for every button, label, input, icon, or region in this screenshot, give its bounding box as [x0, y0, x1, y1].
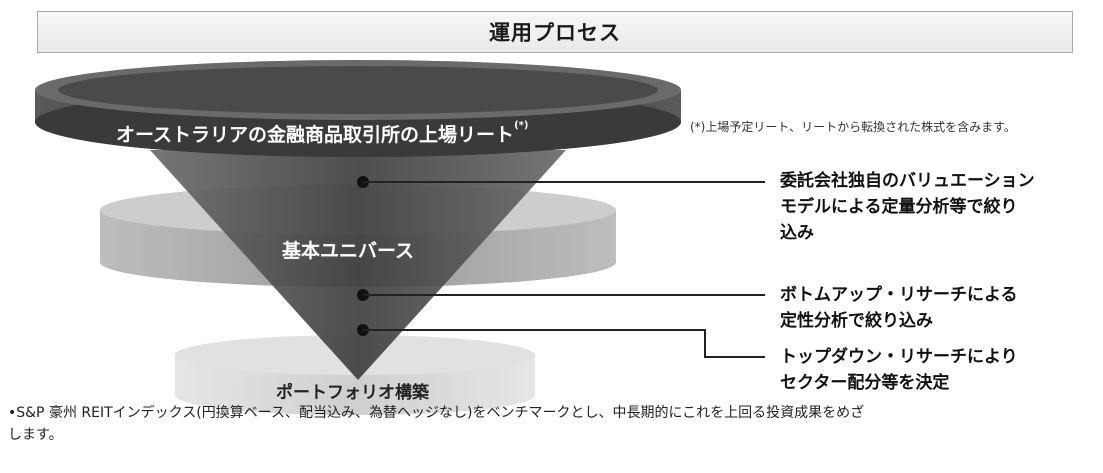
middle-layer-label: 基本ユニバース	[282, 240, 415, 262]
step-label-bottom-up: ボトムアップ・リサーチによる 定性分析で絞り込み	[780, 282, 1018, 334]
step1-line2: モデルによる定量分析等で絞り	[780, 197, 1018, 217]
step2-line2: 定性分析で絞り込み	[780, 311, 933, 331]
bottom-layer-disk	[175, 335, 535, 415]
title-bar: 運用プロセス	[37, 11, 1073, 53]
connector-2	[357, 289, 765, 301]
step2-line1: ボトムアップ・リサーチによる	[780, 285, 1018, 305]
top-layer-mark: (*)	[514, 120, 529, 131]
connector-3	[357, 324, 765, 358]
step-label-top-down: トップダウン・リサーチにより セクター配分等を決定	[780, 344, 1018, 396]
connector-1	[357, 176, 765, 188]
step1-line1: 委託会社独自のバリュエーション	[780, 171, 1035, 191]
footnote-note: (*)上場予定リート、リートから転換された株式を含みます。	[690, 120, 1016, 134]
step-label-valuation: 委託会社独自のバリュエーション モデルによる定量分析等で絞り 込み	[780, 168, 1035, 246]
footer-line1: •S&P 豪州 REITインデックス(円換算ベース、配当込み、為替ヘッジなし)を…	[8, 405, 865, 421]
top-layer-label: オーストラリアの金融商品取引所の上場リート(*)	[116, 120, 528, 147]
footer-text: •S&P 豪州 REITインデックス(円換算ベース、配当込み、為替ヘッジなし)を…	[8, 402, 1098, 446]
bottom-layer-label: ポートフォリオ構築	[276, 383, 429, 403]
step3-line2: セクター配分等を決定	[780, 373, 950, 393]
footer-line2: します。	[8, 427, 63, 443]
funnel-cone	[150, 150, 566, 380]
step3-line1: トップダウン・リサーチにより	[780, 347, 1018, 367]
top-layer-disk	[35, 60, 681, 157]
step1-line3: 込み	[780, 223, 814, 243]
top-layer-text: オーストラリアの金融商品取引所の上場リート	[116, 124, 515, 146]
page-title: 運用プロセス	[489, 21, 621, 45]
